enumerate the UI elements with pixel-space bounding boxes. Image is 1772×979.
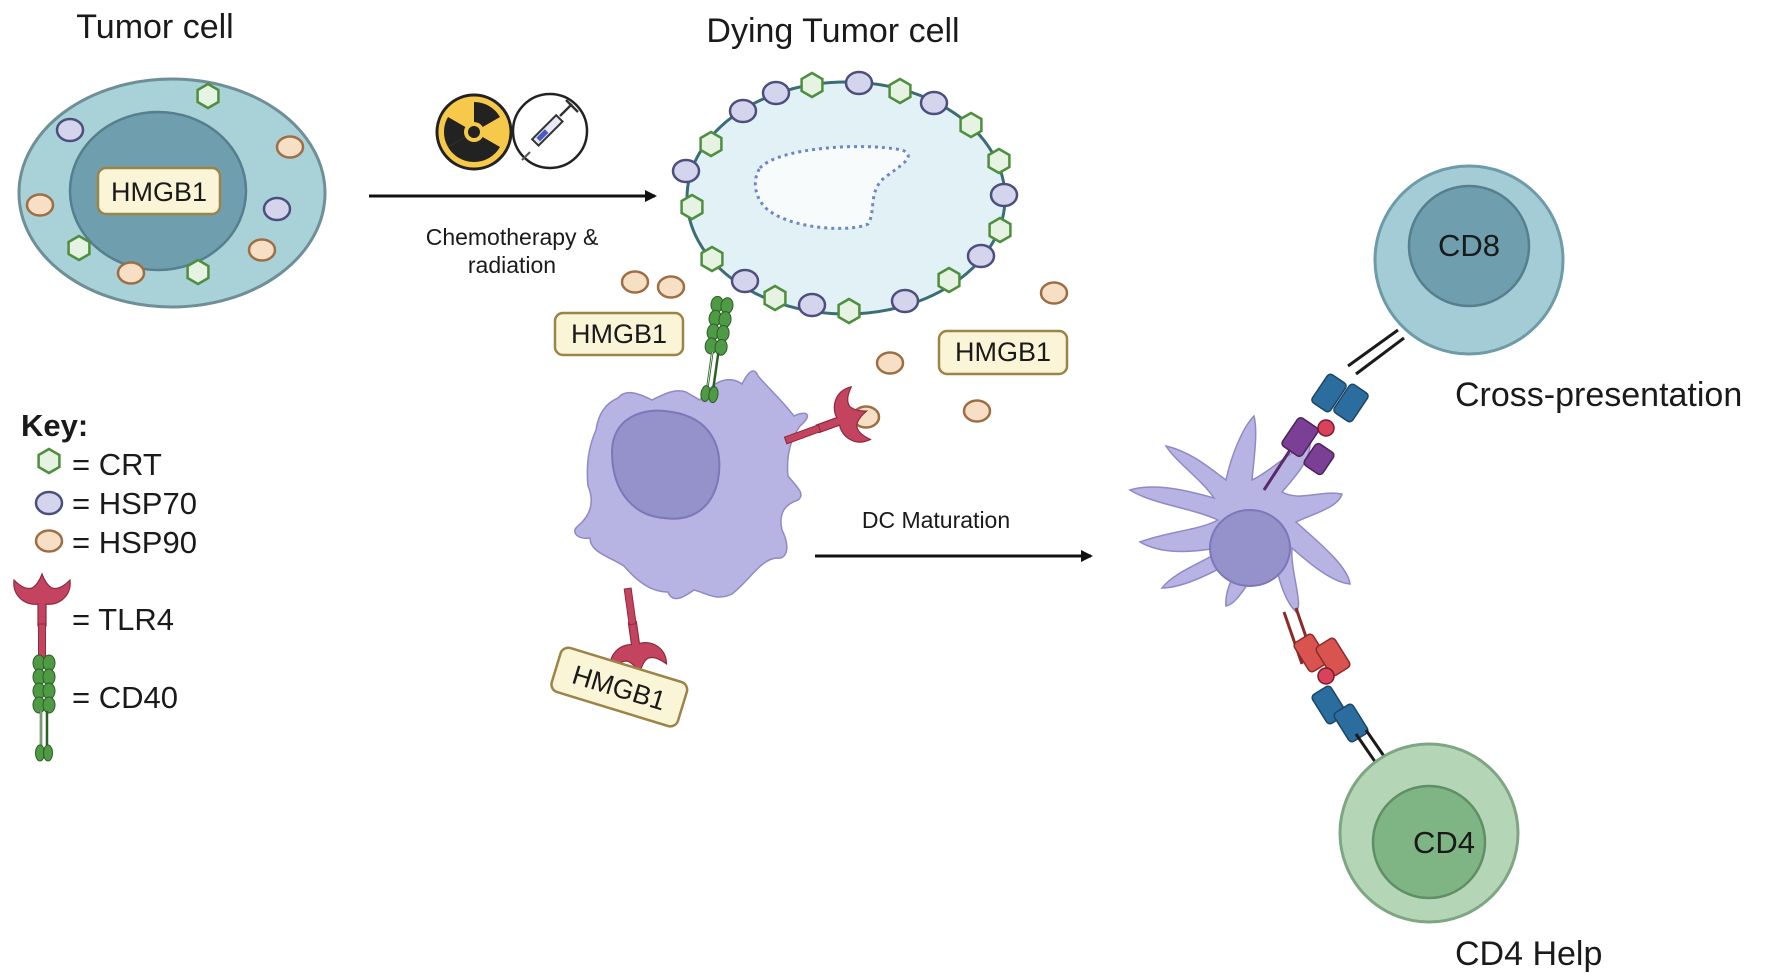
crt-molecule — [800, 71, 824, 99]
hmgb1-label-right: HMGB1 — [937, 329, 1069, 376]
crt-molecule — [680, 193, 704, 221]
crt-molecule — [987, 147, 1011, 175]
tumor-cell-title: Tumor cell — [76, 8, 233, 46]
key-cd40: = CD40 — [72, 680, 178, 715]
hsp90-molecule — [275, 135, 305, 159]
hsp70-molecule — [761, 80, 791, 106]
key-crt: = CRT — [72, 447, 162, 482]
tumor-cell-hmgb1-text: HMGB1 — [111, 177, 207, 207]
treatment-label-line1: Chemotherapy & — [426, 224, 599, 250]
hsp70-molecule — [797, 292, 827, 318]
dying-tumor-cell — [671, 70, 1019, 325]
tumor-cell-hmgb1-label: HMGB1 — [96, 166, 222, 216]
hsp90-molecule — [620, 270, 650, 294]
tumor-cell: HMGB1 — [17, 77, 327, 309]
crt-molecule — [888, 77, 912, 105]
cd4-label: CD4 — [1413, 825, 1475, 860]
hsp70-molecule — [890, 288, 920, 314]
key-hsp70: = HSP70 — [72, 486, 197, 521]
crt-molecule — [959, 111, 983, 139]
hsp70-molecule — [262, 196, 292, 222]
cd40-icon — [31, 653, 57, 763]
crt-icon — [37, 447, 61, 475]
mhc-ii-tcr-complex — [1282, 607, 1390, 767]
crt-molecule — [196, 82, 220, 110]
hsp70-molecule — [671, 158, 701, 184]
key-tlr4: = TLR4 — [72, 602, 174, 637]
hsp90-molecule — [247, 238, 277, 262]
syringe-icon — [511, 92, 589, 170]
hsp70-molecule — [989, 182, 1019, 208]
crt-molecule — [837, 297, 861, 325]
cd8-label: CD8 — [1438, 228, 1500, 263]
key-heading: Key: — [21, 408, 88, 443]
key-hsp90: = HSP90 — [72, 525, 197, 560]
hsp70-molecule — [844, 70, 874, 96]
crt-molecule — [699, 130, 723, 158]
crt-molecule — [186, 258, 210, 286]
dendritic-cell-immature — [574, 370, 809, 600]
dendritic-cell-mature — [1128, 414, 1351, 613]
hsp90-molecule — [875, 351, 905, 375]
hmgb1-text: HMGB1 — [571, 319, 667, 349]
crt-molecule — [67, 234, 91, 262]
hsp90-molecule — [962, 399, 992, 423]
cd4-help-label: CD4 Help — [1455, 935, 1602, 973]
crt-molecule — [937, 266, 961, 294]
tlr4-icon — [13, 573, 71, 661]
key-legend: Key: = CRT = HSP70 = HSP90 = TLR4 = CD40 — [13, 408, 197, 763]
hsp70-molecule — [55, 117, 85, 143]
hsp90-molecule — [25, 193, 55, 217]
mhc-i-tcr-complex — [1262, 328, 1405, 491]
hmgb1-text: HMGB1 — [955, 337, 1051, 367]
hsp70-molecule — [919, 90, 949, 116]
cd8-t-cell: CD8 — [1373, 164, 1565, 356]
cross-presentation-label: Cross-presentation — [1455, 376, 1742, 414]
hsp90-molecule — [1039, 281, 1069, 305]
crt-molecule — [763, 284, 787, 312]
hsp90-molecule — [656, 275, 686, 299]
hsp70-icon — [34, 490, 64, 516]
hsp90-icon — [34, 529, 64, 553]
radiation-icon — [435, 93, 513, 171]
dying-tumor-cell-title: Dying Tumor cell — [706, 12, 959, 50]
dc-maturation-label: DC Maturation — [862, 507, 1010, 533]
cd4-t-cell: CD4 — [1338, 742, 1520, 924]
hsp70-molecule — [728, 98, 758, 124]
treatment-label-line2: radiation — [468, 252, 556, 278]
hmgb1-label-left: HMGB1 — [553, 311, 685, 357]
crt-molecule — [988, 216, 1012, 244]
hsp70-molecule — [966, 243, 996, 269]
hsp70-molecule — [730, 268, 760, 294]
crt-molecule — [700, 245, 724, 273]
hsp90-molecule — [116, 261, 146, 285]
